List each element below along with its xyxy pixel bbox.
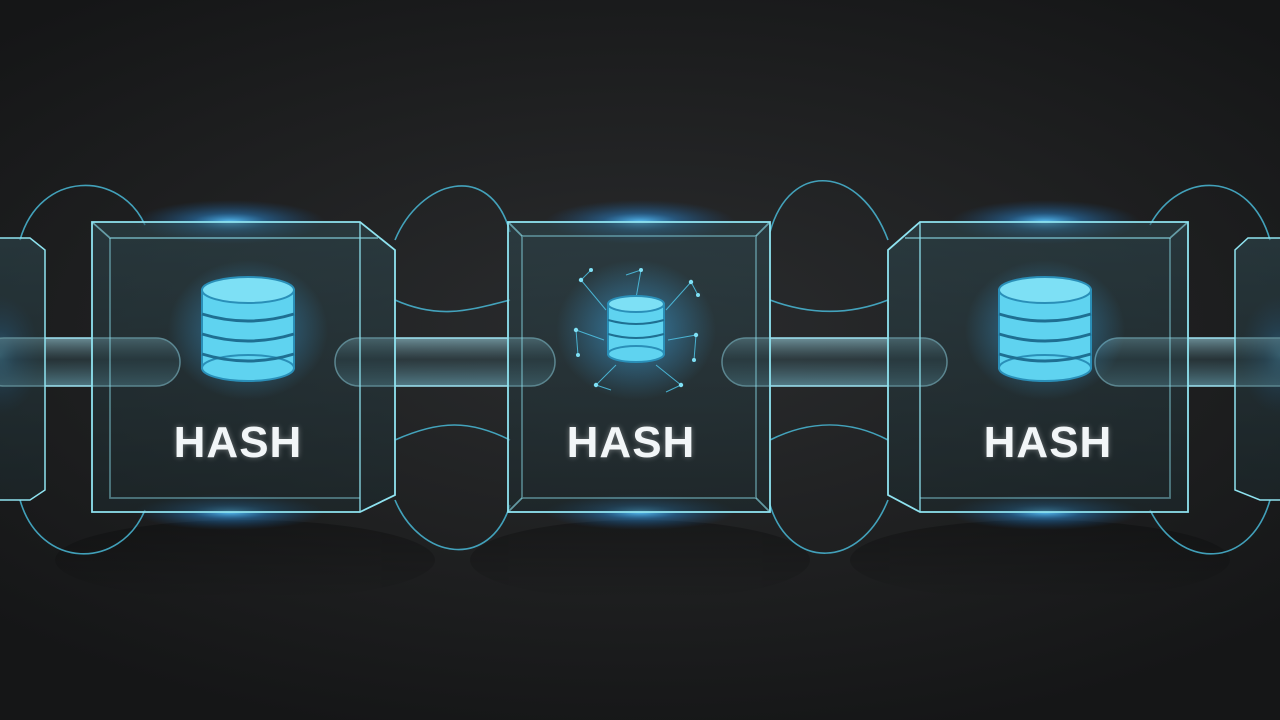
partial-block-left xyxy=(0,237,46,501)
database-icon xyxy=(168,260,328,400)
block-3-hash-label: HASH xyxy=(983,418,1113,467)
database-icon xyxy=(965,260,1125,400)
database-network-icon xyxy=(556,260,716,400)
floor-shadows xyxy=(55,520,1230,600)
wire-loops xyxy=(19,179,1271,555)
partial-block-right xyxy=(1234,237,1280,501)
block-1-hash-label: HASH xyxy=(173,418,303,467)
block-2-hash-label: HASH xyxy=(566,418,696,467)
